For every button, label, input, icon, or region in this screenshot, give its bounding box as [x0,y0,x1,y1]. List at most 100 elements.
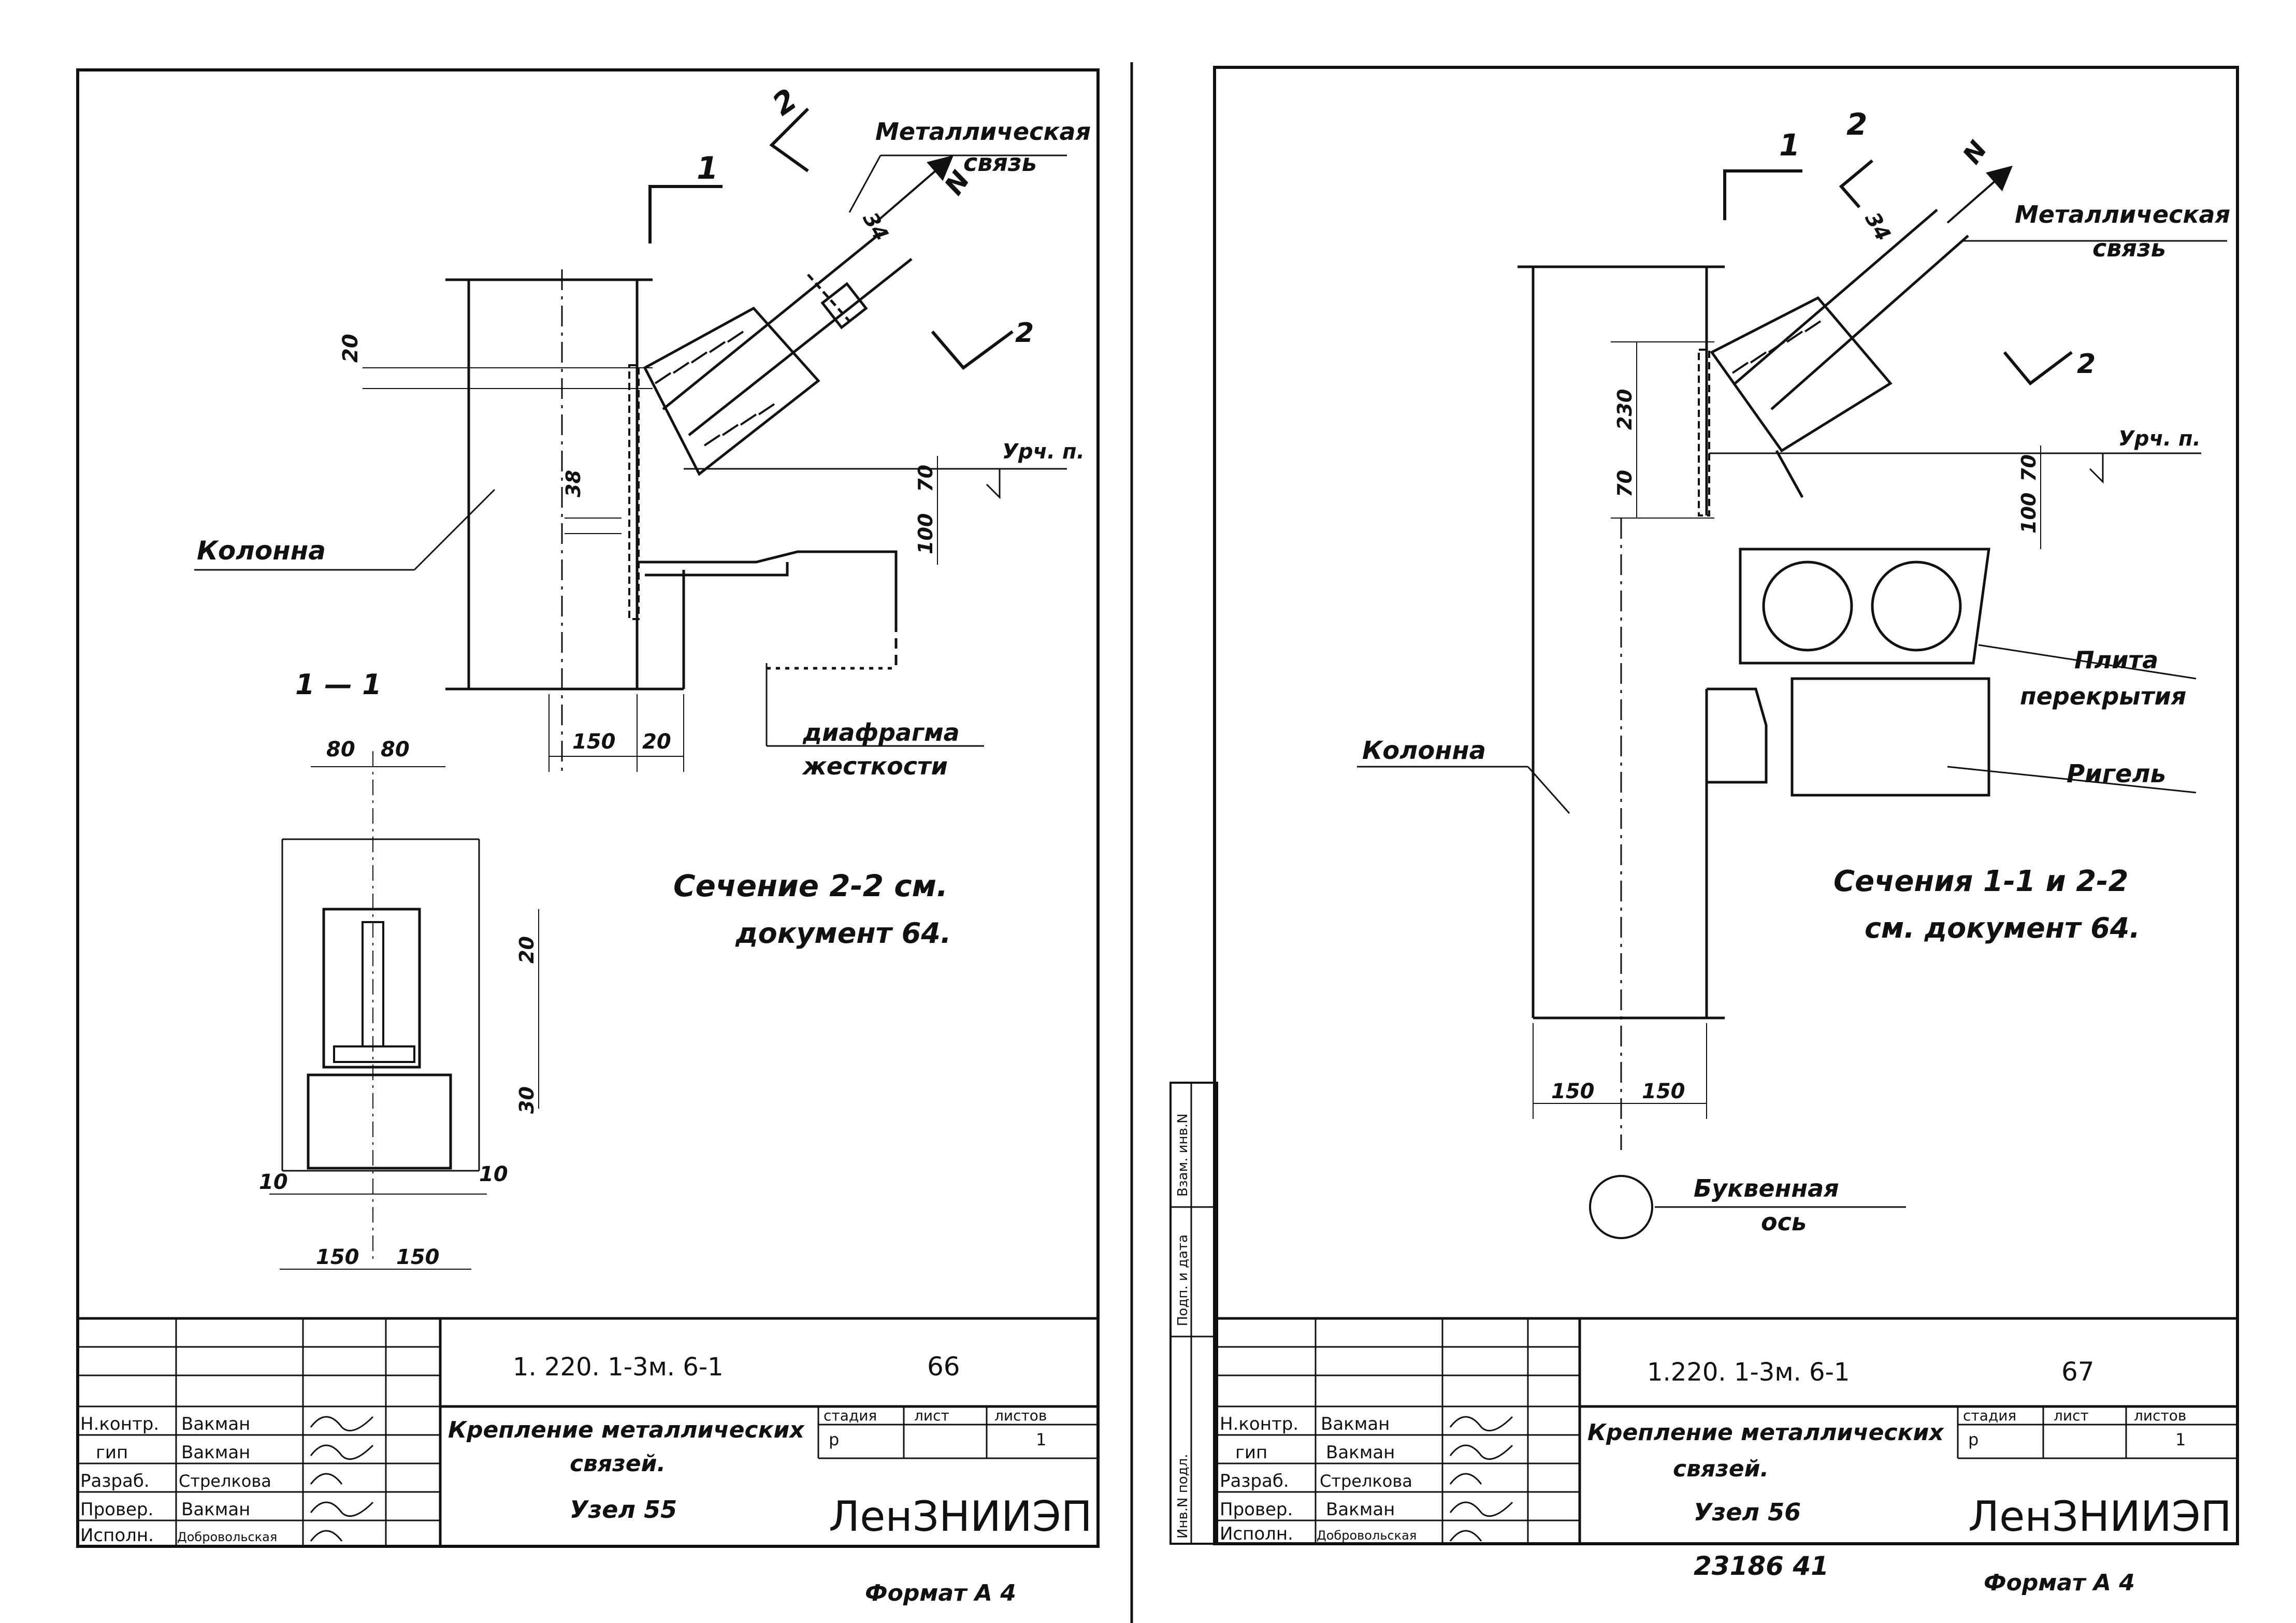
right-sheet: N 1 2 2 Металлическая связь Колонна Плит… [1169,66,2239,1596]
svg-text:20: 20 [515,936,538,964]
left-sheets-header: листов [994,1407,1047,1424]
svg-text:перекрытия: перекрытия [2020,682,2186,710]
svg-text:38: 38 [562,470,585,497]
right-dimensions: 230 70 34 70 100 150 150 [1533,208,2041,1119]
right-sheets-header: листов [2134,1407,2186,1424]
left-metal-link-callout: Металлическая связь [848,118,1091,213]
svg-text:150: 150 [572,730,616,754]
svg-text:20: 20 [339,334,363,363]
left-title-3: Узел 55 [570,1496,677,1524]
svg-text:34: 34 [1860,208,1895,245]
svg-text:Колонна: Колонна [197,536,326,566]
svg-text:Урч. п.: Урч. п. [1002,440,1085,464]
left-brace [643,232,913,476]
right-role-0: Н.контр. [1220,1414,1298,1434]
left-role-1: гип [96,1442,128,1463]
left-role-0: Н.контр. [80,1414,159,1434]
left-doc-code: 1. 220. 1-3м. 6-1 [513,1353,724,1382]
svg-text:70: 70 [914,465,937,492]
left-weld-marks [654,331,775,447]
left-format: Формат А 4 [865,1580,1016,1606]
left-gusset-plate [628,364,640,620]
left-section-1-1: 1 — 1 80 80 20 30 10 10 150 150 [259,668,539,1270]
left-section-1-marker: 1 [648,150,723,243]
right-column-callout: Колонна [1357,736,1570,814]
right-title-2: связей. [1673,1456,1769,1482]
right-section-note-2: см. документ 64. [1865,912,2140,944]
svg-text:150: 150 [1642,1080,1685,1103]
svg-text:34: 34 [858,208,893,245]
right-doc-code: 1.220. 1-3м. 6-1 [1647,1358,1850,1387]
right-title-3: Узел 56 [1694,1498,1801,1526]
left-role-3: Провер. [80,1499,153,1520]
left-role-4: Исполн. [80,1525,154,1546]
right-stage: р [1968,1430,1979,1449]
svg-text:1: 1 [697,150,718,186]
svg-text:150: 150 [316,1245,359,1269]
left-section-2-marker-bottom: 2 [931,318,1034,370]
right-metal-link-callout: Металлическая связь [1963,200,2230,262]
svg-text:1: 1 [1779,127,1800,163]
svg-text:2: 2 [2077,349,2096,380]
svg-text:связь: связь [963,149,1037,177]
right-force-arrow [1946,165,2013,224]
right-gusset-plate [1698,349,1710,516]
right-frame [1213,66,2239,1545]
svg-text:10: 10 [479,1162,508,1186]
right-section-2-marker-bottom: 2 [2003,349,2096,386]
right-title-block: 1.220. 1-3м. 6-1 67 Крепление металличес… [1215,1317,2237,1544]
svg-text:150: 150 [1551,1080,1595,1103]
right-brace [1710,209,1969,498]
svg-text:Взам. инв.N: Взам. инв.N [1175,1113,1191,1197]
left-section-note-2: документ 64. [735,917,951,950]
left-name-4: Добровольская [177,1530,277,1544]
svg-text:ось: ось [1761,1208,1807,1236]
left-page-number: 66 [927,1352,960,1382]
right-name-0: Вакман [1321,1414,1390,1434]
svg-text:10: 10 [259,1170,288,1194]
right-section-note: Сечения 1-1 и 2-2 [1833,865,2128,898]
right-beam [1790,677,1990,797]
left-column-callout: Колонна [194,489,496,571]
svg-text:Плита: Плита [2074,646,2158,674]
right-format: Формат А 4 [1984,1570,2135,1596]
right-title: Крепление металлических [1587,1419,1944,1446]
svg-text:2: 2 [1015,318,1034,349]
svg-text:70: 70 [2017,454,2040,482]
svg-text:Урч. п.: Урч. п. [2118,427,2201,451]
left-diaphragm-callout: диафрагма жесткости [766,663,984,780]
svg-text:2: 2 [1846,107,1867,142]
column-outline [445,278,685,691]
right-beam-callout: Ригель [1947,759,2197,794]
svg-text:100: 100 [2017,493,2040,534]
right-signatures [1449,1416,1513,1542]
svg-text:150: 150 [396,1245,440,1269]
right-name-1: Вакман [1326,1442,1395,1463]
left-signatures [310,1416,374,1542]
right-name-3: Вакман [1326,1499,1395,1520]
svg-text:70: 70 [1613,470,1636,497]
right-role-3: Провер. [1220,1499,1293,1520]
svg-text:связь: связь [2092,234,2166,262]
left-level-mark: Урч. п. [684,440,1085,499]
left-title: Крепление металлических [448,1417,805,1443]
svg-text:Буквенная: Буквенная [1694,1174,1839,1202]
left-org: ЛенЗНИИЭП [829,1492,1092,1541]
right-name-4: Добровольская [1317,1528,1417,1543]
svg-text:20: 20 [642,730,671,754]
right-axis-bubble: Буквенная ось [1589,1174,1906,1239]
left-role-2: Разраб. [80,1471,150,1491]
left-name-0: Вакман [181,1414,250,1434]
left-sheet-header: лист [914,1407,949,1424]
left-sheets: 1 [1036,1430,1046,1449]
right-role-4: Исполн. [1220,1524,1293,1544]
right-role-1: гип [1235,1442,1267,1463]
right-level-mark: Урч. п. [1709,427,2201,484]
svg-text:Инв.N подл.: Инв.N подл. [1175,1454,1191,1539]
left-force-arrow [874,155,954,224]
right-role-2: Разраб. [1220,1471,1289,1491]
right-stamp: 23186 41 [1694,1551,1829,1581]
svg-text:Колонна: Колонна [1362,736,1486,765]
svg-text:100: 100 [914,513,937,554]
